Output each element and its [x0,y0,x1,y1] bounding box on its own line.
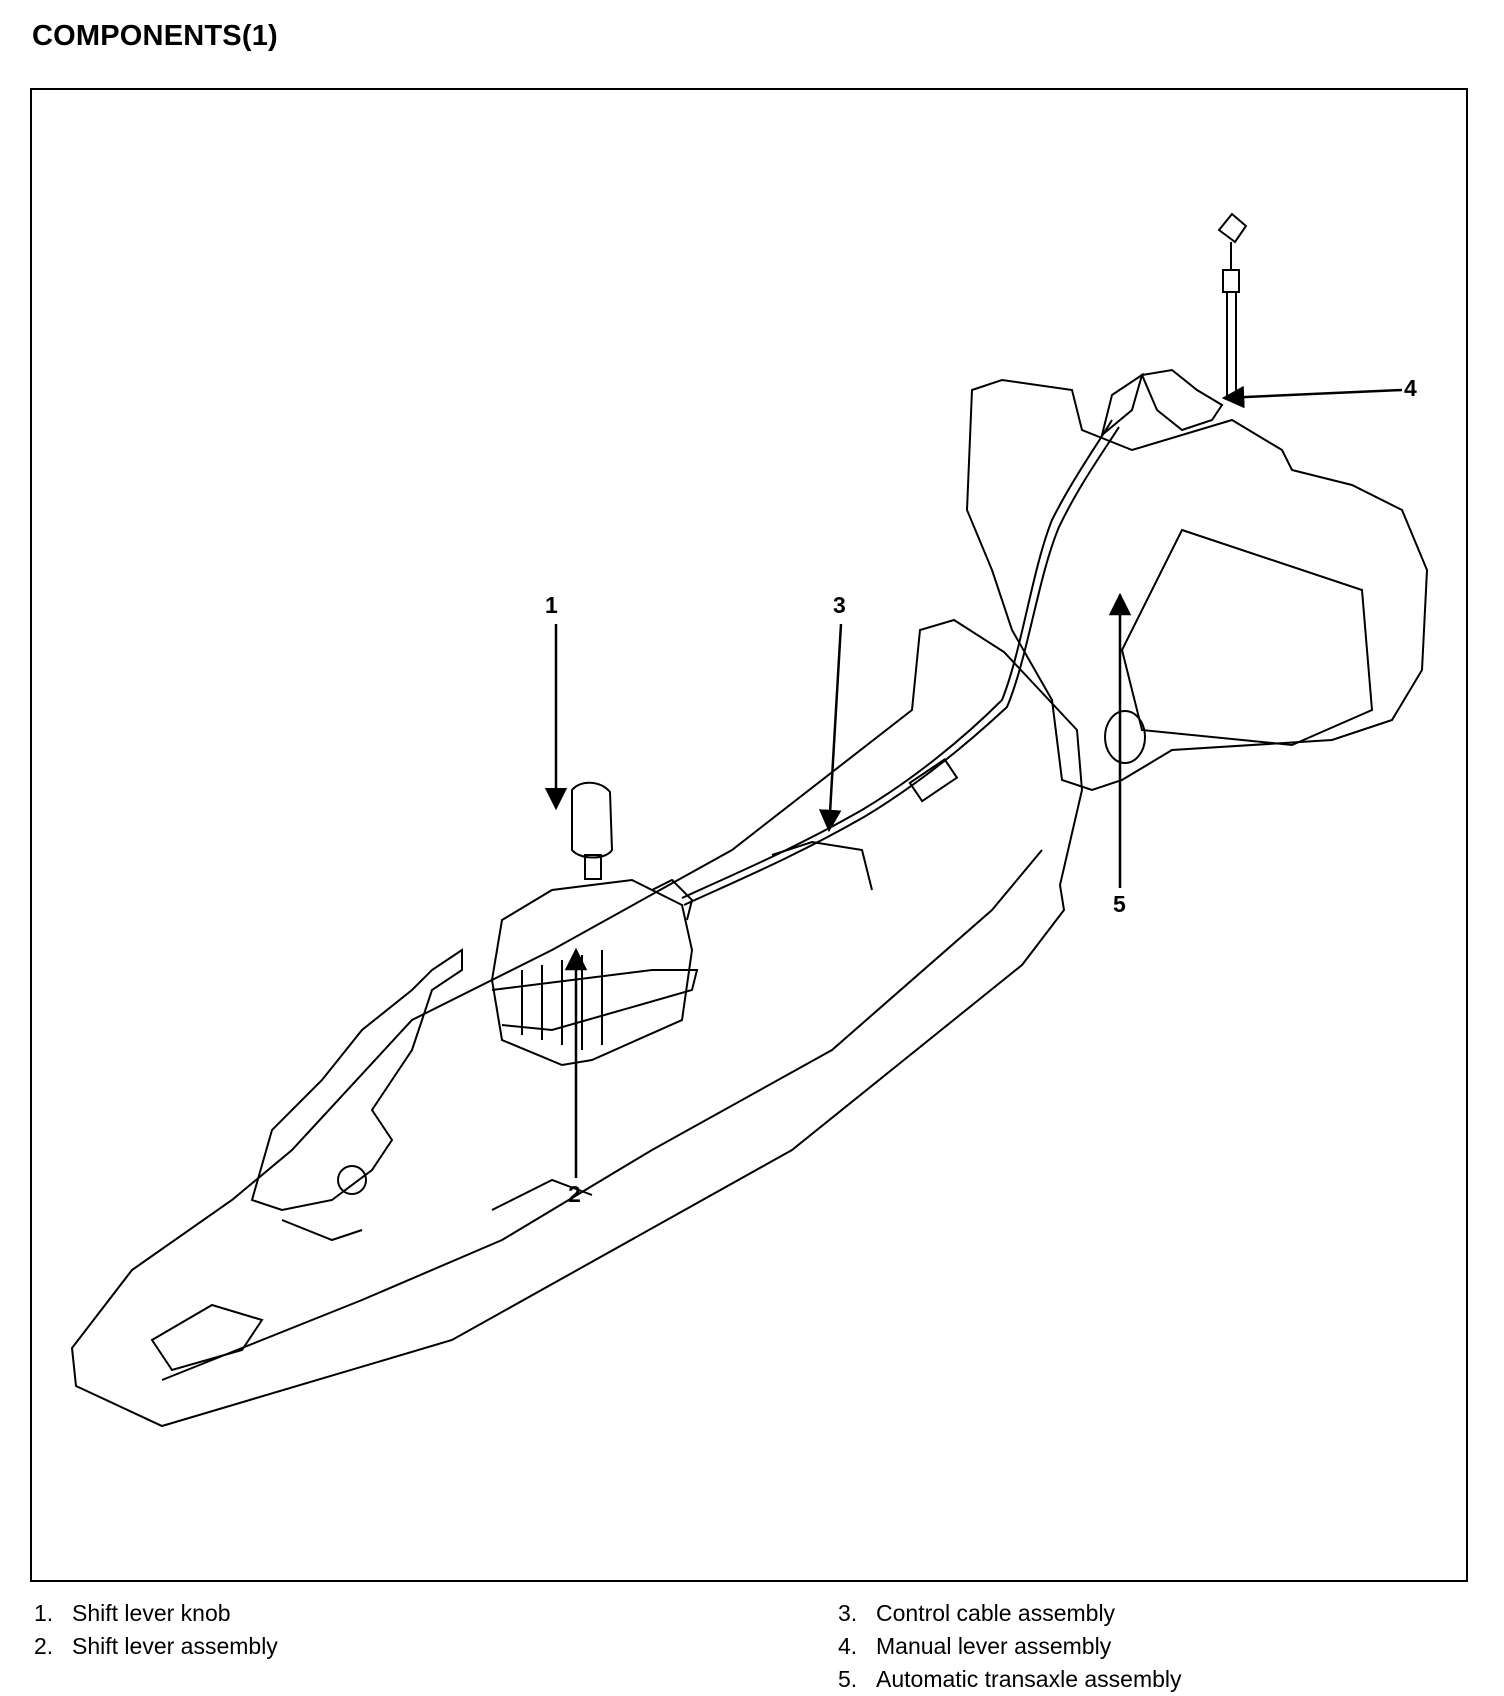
legend-item: 4. Manual lever assembly [838,1630,1182,1663]
legend-number: 3. [838,1600,858,1626]
legend-label: Automatic transaxle assembly [876,1666,1182,1692]
legend-number: 1. [34,1600,54,1626]
diagram-frame [30,88,1468,1582]
control-cable [681,419,1120,906]
callout-2: 2 [568,1181,581,1207]
leader-4 [1221,385,1403,409]
legend-right: 3. Control cable assembly 4. Manual lever … [838,1597,1182,1696]
components-diagram [70,212,1429,1428]
legend-number: 5. [838,1666,858,1692]
shift-lever-assembly [490,781,699,1067]
callout-leaders [544,385,1403,1178]
legend-label: Shift lever assembly [72,1633,278,1659]
page-title: COMPONENTS(1) [32,20,278,52]
transaxle-outline [965,378,1429,792]
callout-4: 4 [1404,375,1417,401]
legend-item: 1. Shift lever knob [34,1597,278,1630]
legend-left: 1. Shift lever knob 2. Shift lever assembl… [34,1597,278,1663]
manual-lever [1100,368,1224,438]
leader-3 [818,623,843,833]
floor-tunnel-outline [70,618,1084,1428]
legend-number: 4. [838,1633,858,1659]
callout-1: 1 [545,592,558,618]
legend-item: 5. Automatic transaxle assembly [838,1663,1182,1696]
legend-item: 2. Shift lever assembly [34,1630,278,1663]
callout-3: 3 [833,592,846,618]
dipstick [1217,212,1248,400]
legend-label: Manual lever assembly [876,1633,1112,1659]
legend-label: Shift lever knob [72,1600,231,1626]
legend-item: 3. Control cable assembly [838,1597,1182,1630]
parking-brake-lever [250,948,463,1242]
callout-5: 5 [1113,891,1126,917]
legend-number: 2. [34,1633,54,1659]
legend-label: Control cable assembly [876,1600,1116,1626]
